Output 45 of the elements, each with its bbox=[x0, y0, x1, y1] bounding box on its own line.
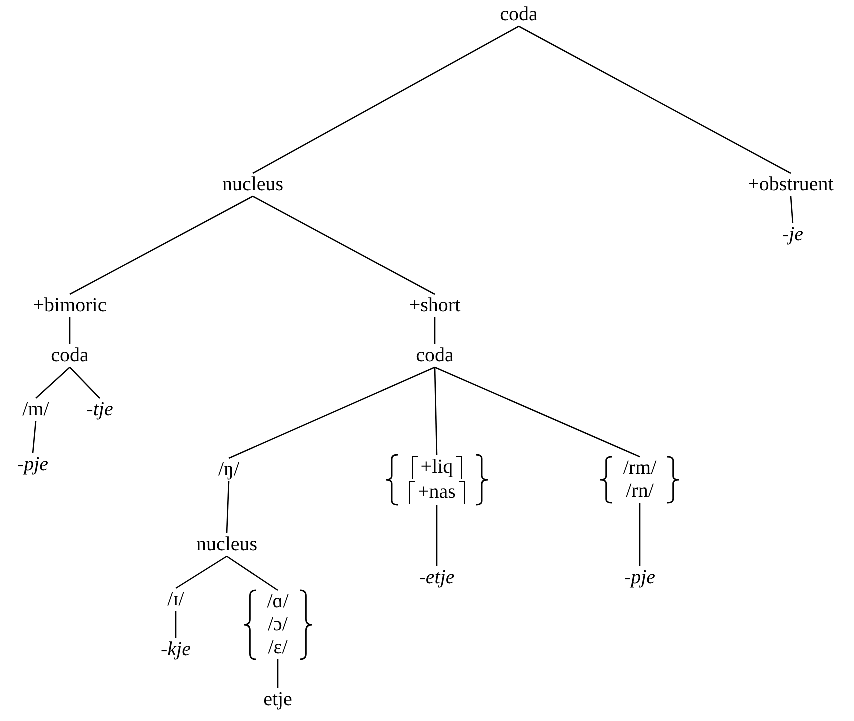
tree-branch bbox=[226, 481, 230, 534]
tree-branch bbox=[69, 318, 71, 344]
tree-label: etje bbox=[264, 688, 292, 712]
tree-branch bbox=[252, 196, 436, 296]
tree-branch bbox=[434, 318, 436, 344]
tree-branch bbox=[228, 366, 436, 460]
tree-branch bbox=[434, 366, 640, 458]
tree-branch bbox=[252, 26, 520, 174]
tree-label: -etje bbox=[419, 566, 455, 590]
tree-label: -kje bbox=[161, 638, 191, 662]
phoneme-label: /ɑ/ bbox=[267, 590, 289, 614]
tree-branch bbox=[36, 367, 70, 399]
phoneme-label: /ɛ/ bbox=[268, 636, 288, 660]
tree-label: coda bbox=[416, 344, 454, 368]
tree-label: -pje bbox=[624, 566, 656, 590]
tree-branch bbox=[518, 26, 792, 174]
tree-label: nucleus bbox=[196, 534, 258, 556]
tree-branch bbox=[70, 196, 254, 296]
tree-label: +bimoric bbox=[33, 294, 107, 318]
phoneme-label: /rm/ bbox=[623, 457, 657, 480]
tree-label: coda bbox=[500, 4, 538, 26]
tree-label: -je bbox=[782, 224, 804, 246]
tree-label: /m/ bbox=[22, 398, 50, 422]
tree-branch bbox=[176, 556, 228, 590]
phoneme-label: /rn/ bbox=[626, 480, 654, 503]
tree-branch bbox=[32, 421, 37, 454]
tree-label: +short bbox=[409, 294, 461, 318]
tree-branch bbox=[790, 196, 794, 224]
tree-label: nucleus bbox=[222, 174, 284, 196]
tree-label: /ŋ/ bbox=[218, 458, 240, 482]
phoneme-label: /ɔ/ bbox=[268, 614, 288, 636]
tree-label: -tje bbox=[86, 398, 114, 422]
tree-branch bbox=[434, 367, 438, 456]
bracketed-feature: +nas bbox=[409, 481, 465, 504]
tree-label: -pje bbox=[17, 454, 49, 476]
tree-label: coda bbox=[51, 344, 89, 368]
tree-branch bbox=[70, 367, 100, 399]
tree-label: /ɪ/ bbox=[168, 588, 184, 612]
bracketed-feature: +liq bbox=[412, 456, 462, 479]
tree-label: +obstruent bbox=[748, 174, 834, 196]
tree-branch bbox=[277, 660, 279, 688]
tree-branch bbox=[175, 612, 177, 638]
tree-branch bbox=[639, 503, 641, 566]
tree-branch bbox=[226, 556, 278, 592]
tree-branch bbox=[436, 505, 438, 566]
